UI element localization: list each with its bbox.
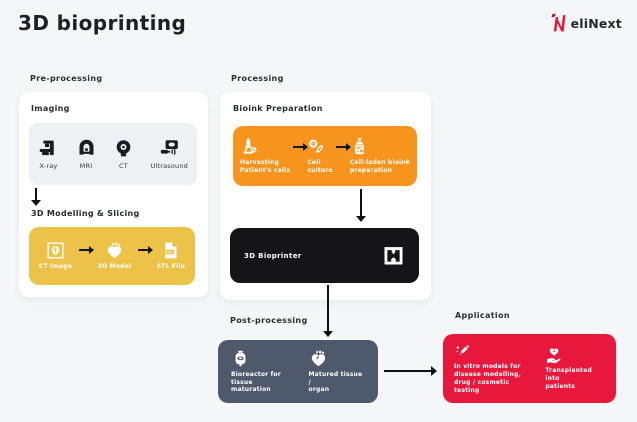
section-label-processing: Processing <box>231 74 284 83</box>
svg-text:STL: STL <box>165 251 174 255</box>
flow-item-label: Cell-laden bioink preparation <box>349 159 410 174</box>
brand-logo: eliNext <box>550 13 622 33</box>
imaging-item-mri: MRI <box>76 138 97 170</box>
flow-item-transplanted: Transplanted into patients <box>545 346 605 390</box>
arrow-down-icon <box>356 189 366 222</box>
stl-file-icon: STL <box>164 242 177 259</box>
printer-3d-icon <box>384 247 403 265</box>
flow-item-label: Transplanted into patients <box>545 367 593 390</box>
arrow-right-icon <box>384 366 437 376</box>
flow-item-ct-image: CT Image <box>39 241 72 271</box>
imaging-item-xray: X-ray <box>38 138 59 170</box>
arrow-right-icon <box>335 143 351 151</box>
flow-item-bioreactor: Bioreactor for tissue maturation <box>231 349 293 394</box>
elinext-n-icon <box>551 13 566 32</box>
flow-item-matured-tissue: Matured tissue / organ <box>309 349 365 394</box>
section-label-postprocessing: Post-processing <box>230 316 308 325</box>
matured-heart-icon <box>311 350 325 366</box>
flow-item-label: In vitro models for disease modelling, d… <box>454 363 522 394</box>
petri-dish-icon <box>309 139 324 153</box>
arrow-down-icon <box>31 188 41 206</box>
flow-item-stl-file: STL STL File <box>157 241 185 271</box>
arrow-right-icon <box>138 246 154 254</box>
arrow-right-icon <box>293 143 309 151</box>
flow-item-label: Harvesting Patient's cells <box>240 159 291 174</box>
ultrasound-machine-icon <box>160 140 178 155</box>
ct-image-icon <box>47 242 64 259</box>
microscope-icon <box>243 138 257 154</box>
mri-scanner-icon <box>79 139 93 155</box>
imaging-item-label: Ultrasound <box>150 162 188 170</box>
bioreactor-icon <box>235 350 246 367</box>
ct-scanner-icon <box>116 140 131 157</box>
preprocessing-card: Imaging X-ray MRI <box>19 92 208 297</box>
section-label-preprocessing: Pre-processing <box>30 74 103 83</box>
flow-item-label: CT Image <box>39 263 73 271</box>
section-label-application: Application <box>455 311 510 320</box>
bioink-title: Bioink Preparation <box>233 104 323 113</box>
flow-item-invitro-models: In vitro models for disease modelling, d… <box>454 342 532 394</box>
arrow-right-icon <box>79 246 95 254</box>
flow-item-3d-model: 3D Model <box>98 241 131 271</box>
syringe-icon <box>456 345 470 356</box>
flow-item-label: STL File <box>156 263 185 271</box>
imaging-panel: X-ray MRI CT <box>29 123 197 185</box>
processing-card: Bioink Preparation Harvesting Patient's … <box>220 92 431 300</box>
heart-model-icon <box>107 242 122 259</box>
postprocessing-box: Bioreactor for tissue maturation Matured… <box>218 340 378 403</box>
flow-item-label: Matured tissue / organ <box>308 370 363 394</box>
imaging-item-label: MRI <box>79 162 93 170</box>
flow-item-label: Cell culture <box>307 159 333 174</box>
xray-machine-icon <box>39 140 54 156</box>
flow-item-bioink-preparation: Cell-laden bioink preparation <box>350 137 410 175</box>
bioprinter-box: 3D Bioprinter <box>230 228 419 283</box>
brand-name: eliNext <box>570 15 622 31</box>
flow-item-cell-culture: Cell culture <box>307 137 333 175</box>
hand-heart-icon <box>547 348 561 364</box>
flow-item-label: 3D Model <box>97 263 132 271</box>
flow-item-harvesting: Harvesting Patient's cells <box>240 137 290 175</box>
application-box: In vitro models for disease modelling, d… <box>443 334 616 403</box>
imaging-title: Imaging <box>31 104 70 113</box>
arrow-down-icon <box>323 285 333 337</box>
page-title: 3D bioprinting <box>18 11 187 35</box>
flow-item-label: Bioreactor for tissue maturation <box>231 370 281 394</box>
imaging-item-label: X-ray <box>39 162 58 170</box>
bioink-jar-icon <box>354 138 364 155</box>
bioprinter-label: 3D Bioprinter <box>244 251 302 260</box>
imaging-item-label: CT <box>119 162 128 170</box>
modelling-title: 3D Modelling & Slicing <box>31 209 140 218</box>
imaging-item-ultrasound: Ultrasound <box>151 138 189 170</box>
imaging-item-ct: CT <box>113 138 134 170</box>
bioink-box: Harvesting Patient's cells Cell culture <box>233 126 417 186</box>
modelling-box: CT Image 3D Model STL <box>29 227 195 285</box>
